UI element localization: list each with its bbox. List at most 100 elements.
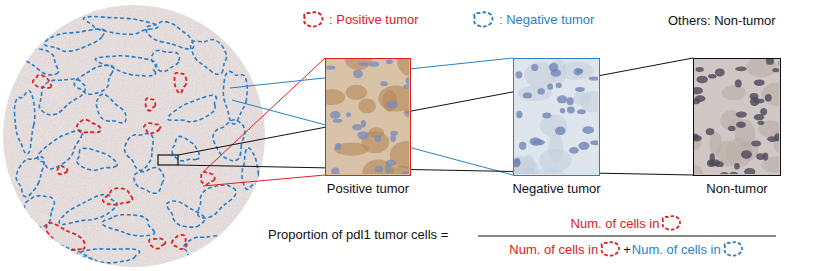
leader-line [178, 58, 693, 155]
stain-patch [746, 59, 776, 77]
cell-nucleus [696, 76, 707, 84]
stain-patch [358, 99, 376, 114]
denominator-text: Num. of cells in [632, 242, 721, 257]
fraction-bar [478, 235, 776, 236]
cell-nucleus [757, 121, 764, 125]
cell-nucleus [369, 61, 379, 66]
positive-region [46, 223, 85, 251]
cell-nucleus [694, 134, 699, 140]
cell-nucleus [390, 134, 396, 142]
cell-nucleus [531, 64, 538, 71]
text-row: Proportion of pdl1 tumor cells = [268, 227, 448, 242]
cell-nucleus [406, 77, 409, 84]
cell-nucleus [735, 67, 746, 72]
dashed-outline-icon [470, 10, 496, 29]
stain-patch [522, 155, 535, 174]
cell-nucleus [537, 88, 544, 94]
zoom-source-box [158, 155, 178, 165]
dashed-outline-icon [721, 240, 745, 258]
negative-region [151, 50, 179, 71]
cell-nucleus [706, 128, 715, 135]
cell-nucleus [729, 172, 738, 174]
cell-nucleus [375, 166, 384, 173]
cell-nucleus [519, 142, 526, 150]
cell-nucleus [331, 168, 339, 174]
panel-label: Non-tumor [706, 181, 767, 196]
cell-nucleus [575, 87, 585, 92]
positive-region [172, 235, 187, 249]
dashed-outline-icon [598, 240, 622, 258]
stain-patch [548, 133, 563, 162]
cell-nucleus [386, 59, 393, 64]
micrograph [326, 59, 409, 174]
cell-nucleus [375, 135, 382, 142]
cell-nucleus [734, 163, 740, 170]
icon-path [724, 242, 742, 255]
stain-patch [518, 86, 552, 101]
cell-nucleus [542, 113, 551, 119]
legend-text: : Positive tumor [329, 12, 419, 27]
cell-nucleus [695, 67, 703, 72]
negative-region [146, 22, 194, 49]
cell-nucleus [736, 122, 746, 128]
micrograph [694, 59, 779, 174]
cell-nucleus [694, 87, 703, 94]
positive-region [103, 188, 133, 205]
stain-patch [559, 61, 594, 80]
plus-sign: + [623, 242, 631, 257]
cell-nucleus [352, 124, 362, 131]
icon-path [304, 12, 322, 26]
stain-patch [397, 59, 409, 76]
stain-patch [694, 165, 703, 174]
cell-nucleus [549, 63, 558, 72]
negative-region [77, 148, 118, 170]
stain-patch [709, 132, 722, 156]
stain-patch [722, 85, 746, 100]
negative-region [172, 136, 200, 160]
positive-region [77, 120, 100, 133]
negative-region [167, 201, 205, 227]
cell-nucleus [403, 84, 409, 89]
cell-nucleus [380, 81, 388, 86]
stain-patch [378, 85, 409, 111]
cell-nucleus [547, 84, 553, 90]
cell-nucleus [555, 126, 566, 135]
legend-note: Others: Non-tumor [668, 13, 776, 28]
icon-path [663, 216, 681, 229]
cell-nucleus [516, 111, 522, 119]
legend-item: : Positive tumor [300, 10, 419, 29]
cell-nucleus [756, 153, 765, 160]
cell-nucleus [573, 68, 582, 75]
cell-nucleus [750, 97, 759, 106]
negative-region [14, 90, 34, 153]
cell-nucleus [728, 126, 735, 131]
cell-nucleus [326, 65, 335, 69]
cell-nucleus [333, 119, 343, 123]
cell-nucleus [346, 112, 351, 117]
negative-region [95, 56, 156, 76]
negative-region [223, 71, 247, 124]
leader-line [203, 175, 325, 186]
negative-region [50, 243, 93, 264]
cell-nucleus [765, 94, 772, 101]
negative-region [191, 39, 227, 74]
negative-region [44, 29, 105, 51]
cell-nucleus [735, 79, 742, 87]
cell-nucleus [567, 106, 575, 113]
cell-nucleus [386, 100, 398, 108]
cell-nucleus [560, 108, 565, 114]
stain-patch [694, 133, 702, 150]
tissue-texture [0, 0, 270, 271]
positive-region [57, 166, 67, 175]
legend-text: : Negative tumor [499, 12, 594, 27]
cell-nucleus [569, 147, 579, 154]
negative-region [18, 47, 59, 75]
cell-nucleus [715, 68, 725, 76]
cell-nucleus [736, 111, 747, 117]
formula-label: Proportion of pdl1 tumor cells = [268, 227, 448, 242]
dashed-outline-icon [659, 214, 683, 232]
stain-patch [530, 168, 566, 174]
text-row: Num. of cells in [478, 214, 776, 232]
cell-nucleus [385, 165, 390, 173]
